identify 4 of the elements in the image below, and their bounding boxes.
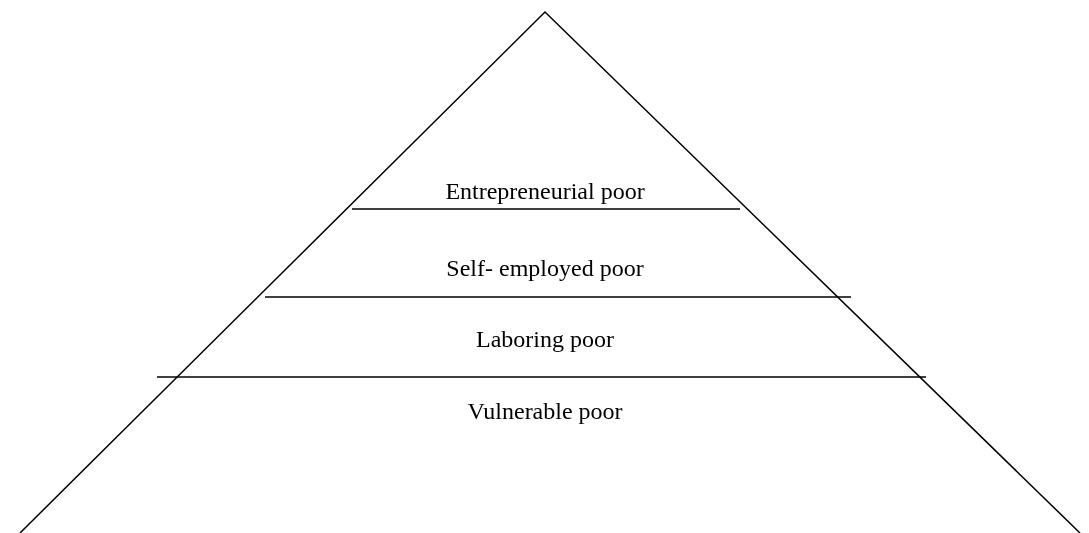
- tier-label: Self- employed poor: [446, 254, 644, 282]
- tier-label: Entrepreneurial poor: [445, 177, 645, 205]
- tier-label: Laboring poor: [476, 325, 614, 353]
- tier-label: Vulnerable poor: [467, 397, 623, 425]
